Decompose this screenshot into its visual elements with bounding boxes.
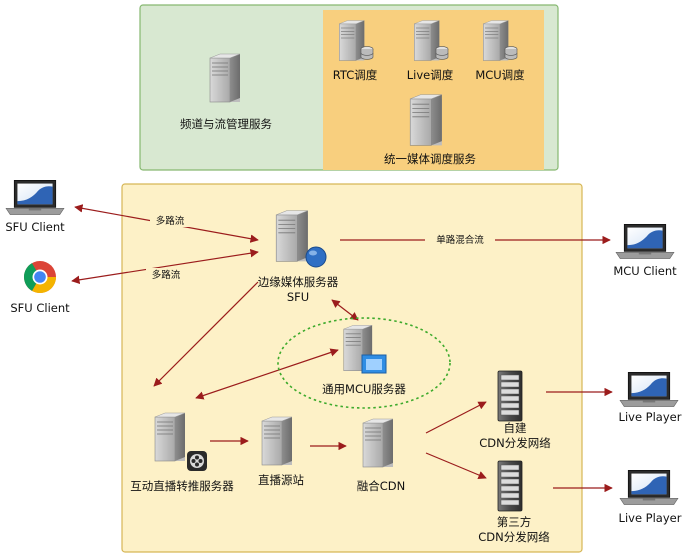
edge-sfu-label-line2: SFU: [287, 290, 309, 304]
edge-sfu-node: 边缘媒体服务器 SFU: [258, 210, 339, 304]
chrome-icon: [23, 261, 56, 294]
mcu-ellipse: [277, 317, 451, 409]
live-scheduler-label: Live调度: [407, 68, 454, 82]
rtc-scheduler-label: RTC调度: [333, 68, 378, 82]
mcu-scheduler-label: MCU调度: [475, 68, 525, 82]
edge-sfu-relay: [153, 281, 259, 387]
server-rack-icon: [497, 370, 523, 422]
channel-service-node: 频道与流管理服务: [180, 53, 272, 131]
server-icon: [209, 53, 241, 103]
interactive-relay-label: 互动直播转推服务器: [130, 479, 234, 493]
channel-service-label: 频道与流管理服务: [180, 117, 272, 131]
laptop-icon: [619, 469, 679, 506]
sfu-client-1: SFU Client: [5, 179, 65, 234]
live-origin-label: 直播源站: [258, 473, 304, 487]
laptop-icon: [615, 223, 675, 260]
server-rack-icon: [497, 460, 523, 512]
live-player-2: Live Player: [619, 469, 682, 525]
mcu-scheduler-node: MCU调度: [475, 20, 525, 82]
third-cdn-node: 第三方 CDN分发网络: [478, 460, 550, 544]
edge-fusion-selfcdn: [425, 401, 487, 434]
edge-fusion-thirdcdn: [425, 452, 487, 479]
third-cdn-label-line1: 第三方: [497, 515, 532, 529]
live-scheduler-node: Live调度: [407, 20, 454, 82]
server-icon: [482, 20, 509, 61]
mcu-client: MCU Client: [613, 223, 677, 278]
edge-sfu-label-line1: 边缘媒体服务器: [258, 275, 339, 289]
sfu-client-2: SFU Client: [10, 261, 70, 315]
server-icon: [154, 412, 186, 462]
general-mcu-label: 通用MCU服务器: [322, 382, 406, 396]
globe-icon: [305, 246, 327, 268]
sfu-client-2-label: SFU Client: [10, 301, 70, 315]
fusion-cdn-node: 融合CDN: [357, 418, 406, 493]
live-player-1: Live Player: [619, 371, 682, 424]
mcu-client-label: MCU Client: [613, 264, 677, 278]
laptop-icon: [5, 179, 65, 216]
third-cdn-label-line2: CDN分发网络: [478, 530, 550, 544]
database-icon: [504, 46, 518, 60]
general-mcu-node: 通用MCU服务器: [277, 317, 451, 409]
server-icon: [413, 20, 440, 61]
rtc-scheduler-node: RTC调度: [333, 20, 378, 82]
interactive-relay-node: 互动直播转推服务器: [130, 412, 234, 493]
live-player-2-label: Live Player: [619, 511, 682, 525]
edge-label-bg: [425, 233, 495, 246]
edges: [71, 204, 613, 493]
server-icon: [261, 416, 293, 466]
multi-stream-label-1: 多路流: [156, 215, 185, 227]
unified-scheduler-node: 统一媒体调度服务: [384, 94, 476, 166]
edge-mcu-relay: [195, 348, 339, 400]
live-player-1-label: Live Player: [619, 410, 682, 424]
edge-label-bg: [146, 268, 186, 281]
self-cdn-node: 自建 CDN分发网络: [479, 370, 551, 450]
laptop-icon: [619, 371, 679, 408]
single-mixed-label: 单路混合流: [436, 234, 484, 246]
edge-sfu-client-2: [71, 249, 259, 284]
edge-label-bg: [150, 214, 190, 227]
database-icon: [435, 46, 449, 60]
multi-stream-label-2: 多路流: [152, 269, 181, 281]
self-cdn-label-line2: CDN分发网络: [479, 436, 551, 450]
server-icon: [338, 20, 365, 61]
database-icon: [360, 46, 374, 60]
sfu-client-1-label: SFU Client: [5, 220, 65, 234]
windows-icon: [361, 354, 387, 374]
self-cdn-label-line1: 自建: [504, 421, 527, 435]
live-origin-node: 直播源站: [258, 416, 304, 487]
server-icon: [409, 94, 443, 146]
edge-sfu-mcu: [331, 299, 359, 321]
reel-icon: [187, 451, 207, 471]
fusion-cdn-label: 融合CDN: [357, 479, 406, 493]
server-icon: [362, 418, 394, 468]
server-icon: [275, 210, 309, 262]
unified-scheduler-label: 统一媒体调度服务: [384, 152, 476, 166]
